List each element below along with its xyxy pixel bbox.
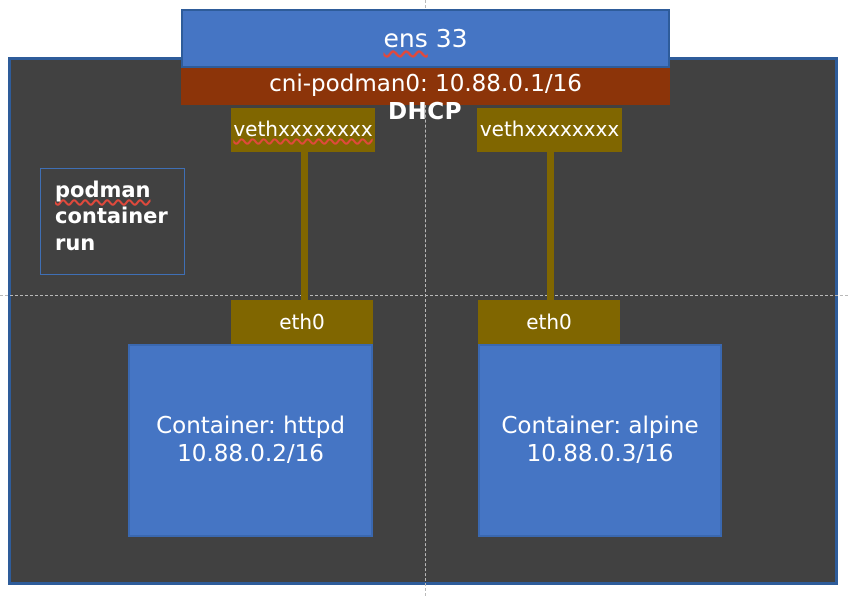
veth-interface-left: vethxxxxxxxx (231, 108, 375, 152)
podman-command-note: podman container run (40, 168, 185, 275)
veth-cable-left (301, 150, 308, 302)
container-alpine: Container: alpine 10.88.0.3/16 (478, 344, 722, 537)
host-interface-name: ens (383, 23, 428, 53)
host-interface-label: ens 33 (383, 24, 467, 54)
container-httpd: Container: httpd 10.88.0.2/16 (128, 344, 373, 537)
veth-interface-right: vethxxxxxxxx (477, 108, 622, 152)
host-interface-number: 33 (427, 23, 468, 53)
podman-note-line-3: run (55, 230, 96, 255)
veth-right-label: vethxxxxxxxx (479, 117, 620, 142)
veth-left-text: vethxxxxxxxx (233, 117, 373, 142)
veth-cable-right (547, 150, 554, 302)
eth0-left-label: eth0 (279, 309, 325, 334)
container-alpine-ip: 10.88.0.3/16 (526, 440, 674, 467)
podman-note-line-1: podman (55, 178, 151, 202)
podman-note-line-2: container (55, 204, 168, 229)
container-alpine-name: Container: alpine (501, 413, 699, 440)
container-interface-eth0-right: eth0 (478, 300, 620, 345)
host-interface-ens33: ens 33 (181, 9, 670, 68)
horizontal-guide-line (0, 295, 848, 296)
eth0-right-label: eth0 (526, 309, 572, 334)
container-httpd-name: Container: httpd (156, 413, 345, 440)
cni-bridge: cni-podman0: 10.88.0.1/16 (181, 68, 670, 105)
dhcp-label: DHCP (387, 99, 463, 125)
container-httpd-ip: 10.88.0.2/16 (177, 440, 324, 467)
cni-bridge-label: cni-podman0: 10.88.0.1/16 (269, 71, 582, 97)
container-interface-eth0-left: eth0 (231, 300, 373, 345)
vertical-guide-line (425, 0, 426, 596)
veth-left-label: vethxxxxxxxx (233, 117, 373, 142)
